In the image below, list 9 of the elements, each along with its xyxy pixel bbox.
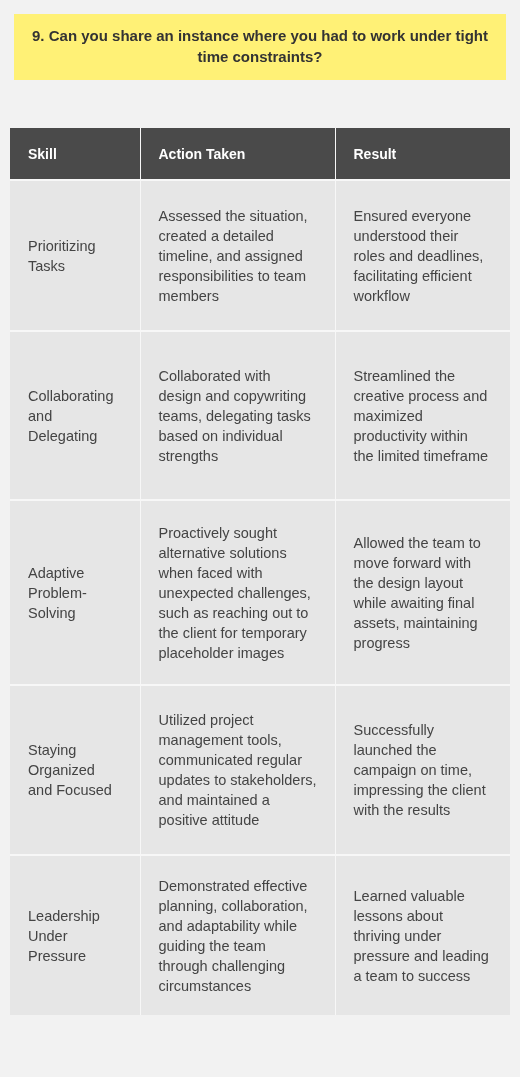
table-cell: Staying Organized and Focused bbox=[10, 685, 140, 855]
table-cell: Prioritizing Tasks bbox=[10, 180, 140, 331]
table-cell: Learned valuable lessons about thriving under pressure and leading a team to success bbox=[335, 855, 510, 1015]
column-header: Skill bbox=[10, 128, 140, 180]
table-cell: Collaborating and Delegating bbox=[10, 331, 140, 500]
table-cell: Leadership Under Pressure bbox=[10, 855, 140, 1015]
table-cell: Adaptive Problem-Solving bbox=[10, 500, 140, 685]
title-banner: 9. Can you share an instance where you had to work under tight time constraints? bbox=[14, 14, 506, 80]
table-cell: Demonstrated effective planning, collaboration, and adaptability while guiding the team through challenging circumstances bbox=[140, 855, 335, 1015]
